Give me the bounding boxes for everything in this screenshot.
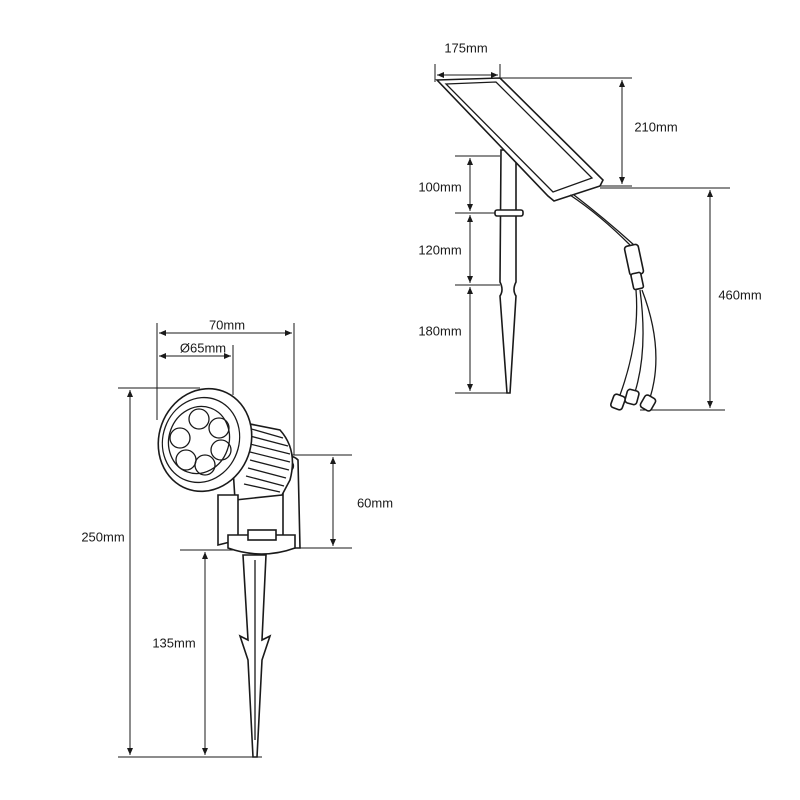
spotlight-diameter-label: Ø65mm bbox=[179, 340, 227, 356]
pole-upper-label: 100mm bbox=[418, 179, 462, 195]
panel-width-label: 175mm bbox=[444, 40, 488, 56]
spotlight-total-height-label: 250mm bbox=[81, 529, 125, 545]
spotlight-bracket-height-label: 60mm bbox=[356, 495, 394, 511]
stake-label: 180mm bbox=[418, 323, 462, 339]
solar-panel-illustration bbox=[435, 77, 657, 412]
pole-middle-label: 120mm bbox=[418, 242, 462, 258]
spotlight-width-label: 70mm bbox=[208, 317, 246, 333]
cable-length-label: 460mm bbox=[718, 287, 762, 303]
panel-height-label: 210mm bbox=[634, 119, 678, 135]
spotlight-stake-height-label: 135mm bbox=[152, 635, 196, 651]
spotlight-illustration bbox=[157, 387, 301, 758]
